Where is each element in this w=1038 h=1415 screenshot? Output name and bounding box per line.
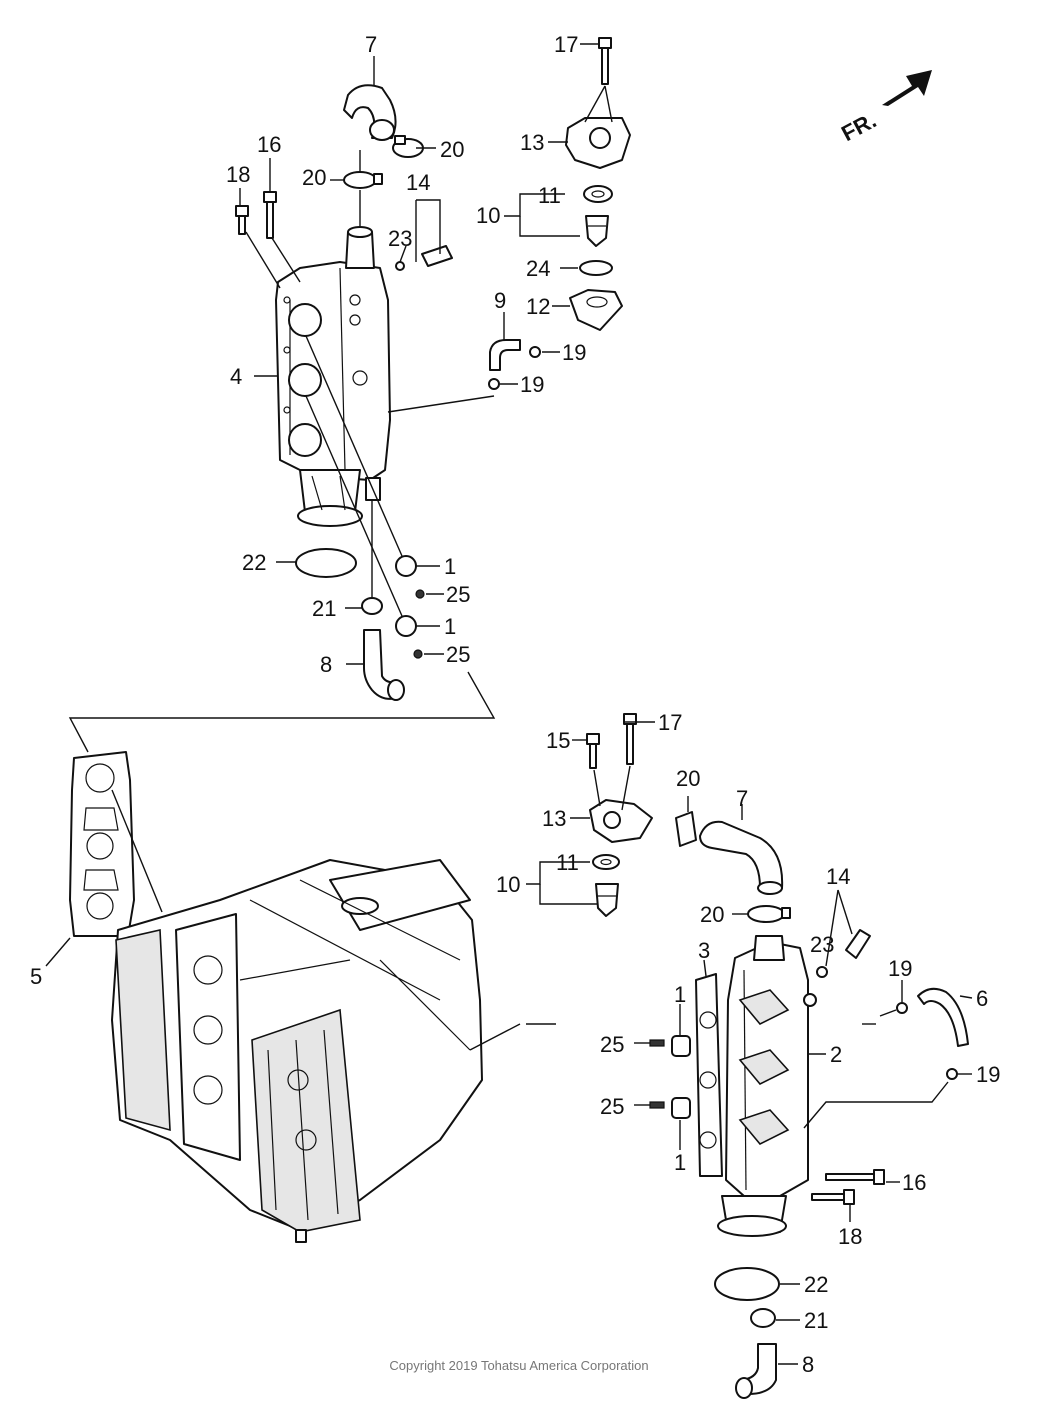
part-3-gasket-lower: [695, 973, 723, 1177]
leader-lines-upper: [68, 43, 613, 753]
label-6: 6: [976, 986, 988, 1011]
part-17-bolt-upper: [598, 37, 612, 85]
part-24-o-ring: [579, 260, 613, 276]
label-23-lower: 23: [810, 932, 834, 957]
label-9: 9: [494, 288, 506, 313]
part-1-grommets-lower: [671, 1035, 691, 1119]
label-22-lower: 22: [804, 1272, 828, 1297]
part-16-bolt-upper: [263, 191, 277, 239]
label-10-lower: 10: [496, 872, 520, 897]
label-8-lower: 8: [802, 1352, 814, 1377]
part-15-bolt-lower: [586, 733, 600, 769]
part-19-clips-lower: [896, 1002, 958, 1080]
label-25-lower-b: 25: [600, 1094, 624, 1119]
label-5: 5: [30, 964, 42, 989]
leader-lines-lower: [526, 721, 973, 1365]
part-12-thermostat-housing: [569, 289, 623, 331]
label-1-lower-a: 1: [674, 982, 686, 1007]
label-16-upper: 16: [257, 132, 281, 157]
part-8-elbow-upper: [363, 629, 405, 701]
label-25-upper-a: 25: [446, 582, 470, 607]
label-10-upper: 10: [476, 203, 500, 228]
part-11-seal-lower: [592, 854, 620, 870]
part-20-hose-clamps-lower: [675, 811, 791, 923]
part-21-cap-lower: [750, 1308, 776, 1328]
part-20-hose-clamps-upper: [343, 135, 424, 189]
part-16-bolt-lower: [825, 1169, 885, 1185]
leader-engine-right: [469, 1023, 521, 1051]
label-19-lower-a: 19: [888, 956, 912, 981]
label-11-upper: 11: [538, 183, 561, 208]
part-22-o-ring-lower: [714, 1267, 780, 1301]
part-2-exhaust-cover-lower: [717, 935, 817, 1237]
label-15: 15: [546, 728, 570, 753]
label-20-lower-a: 20: [676, 766, 700, 791]
part-13-thermostat-cover-upper: [565, 117, 631, 169]
label-21-upper: 21: [312, 596, 336, 621]
label-17-lower: 17: [658, 710, 682, 735]
part-1-grommets-upper: [395, 555, 417, 637]
part-25-screws-upper: [413, 589, 425, 659]
label-7-lower: 7: [736, 786, 748, 811]
part-13-thermostat-cover-lower: [589, 799, 653, 843]
label-23-upper: 23: [388, 226, 412, 251]
label-18-lower: 18: [838, 1224, 862, 1249]
label-12: 12: [526, 294, 550, 319]
label-11-lower: 11: [556, 850, 579, 875]
part-9-small-hose: [489, 339, 521, 371]
label-17-upper: 17: [554, 32, 578, 57]
label-19-upper-b: 19: [520, 372, 544, 397]
part-17-bolt-lower: [623, 713, 637, 765]
part-7-elbow-hose-upper: [343, 84, 397, 141]
label-8-upper: 8: [320, 652, 332, 677]
label-18-upper: 18: [226, 162, 250, 187]
label-25-upper-b: 25: [446, 642, 470, 667]
part-8-elbow-lower: [735, 1343, 777, 1399]
label-19-upper-a: 19: [562, 340, 586, 365]
part-18-bolt-lower: [811, 1189, 855, 1205]
label-19-lower-b: 19: [976, 1062, 1000, 1087]
label-14-upper: 14: [406, 170, 430, 195]
label-7-upper: 7: [365, 32, 377, 57]
label-3: 3: [698, 938, 710, 963]
part-25-screws-lower: [649, 1039, 665, 1109]
label-24: 24: [526, 256, 550, 281]
label-16-lower: 16: [902, 1170, 926, 1195]
part-10-thermostat-upper: [585, 215, 609, 247]
label-13-lower: 13: [542, 806, 566, 831]
part-6-hose: [917, 987, 969, 1047]
part-18-bolt-upper: [235, 205, 249, 235]
label-20-upper-left: 20: [302, 165, 326, 190]
part-21-cap-upper: [361, 597, 383, 615]
label-4: 4: [230, 364, 242, 389]
label-14-lower: 14: [826, 864, 850, 889]
label-21-lower: 21: [804, 1308, 828, 1333]
front-indicator-label: FR.: [837, 108, 880, 147]
part-labels: 7 17 13 20 16 18 20 14 11 10 23 24 9 12 …: [30, 32, 1000, 1377]
part-14-temp-sensor-lower: [816, 929, 871, 978]
label-25-lower-a: 25: [600, 1032, 624, 1057]
upper-exhaust-cover-assembly: [275, 226, 391, 527]
label-20-lower-b: 20: [700, 902, 724, 927]
copyright-notice: Copyright 2019 Tohatsu America Corporati…: [389, 1358, 649, 1373]
label-22-upper: 22: [242, 550, 266, 575]
part-22-o-ring-upper: [295, 548, 357, 578]
part-14-temp-sensor-upper: [395, 245, 453, 271]
part-10-thermostat-lower: [595, 883, 619, 917]
label-1-upper-a: 1: [444, 554, 456, 579]
label-13-upper: 13: [520, 130, 544, 155]
part-11-seal-upper: [583, 185, 613, 203]
part-19-clips-upper: [488, 346, 541, 390]
front-direction-arrow: FR.: [837, 70, 932, 146]
label-2: 2: [830, 1042, 842, 1067]
engine-block: [111, 859, 483, 1243]
part-7-hose-lower: [699, 820, 784, 895]
label-1-lower-b: 1: [674, 1150, 686, 1175]
label-1-upper-b: 1: [444, 614, 456, 639]
label-20-upper-right: 20: [440, 137, 464, 162]
part-5-gasket: [45, 751, 163, 967]
